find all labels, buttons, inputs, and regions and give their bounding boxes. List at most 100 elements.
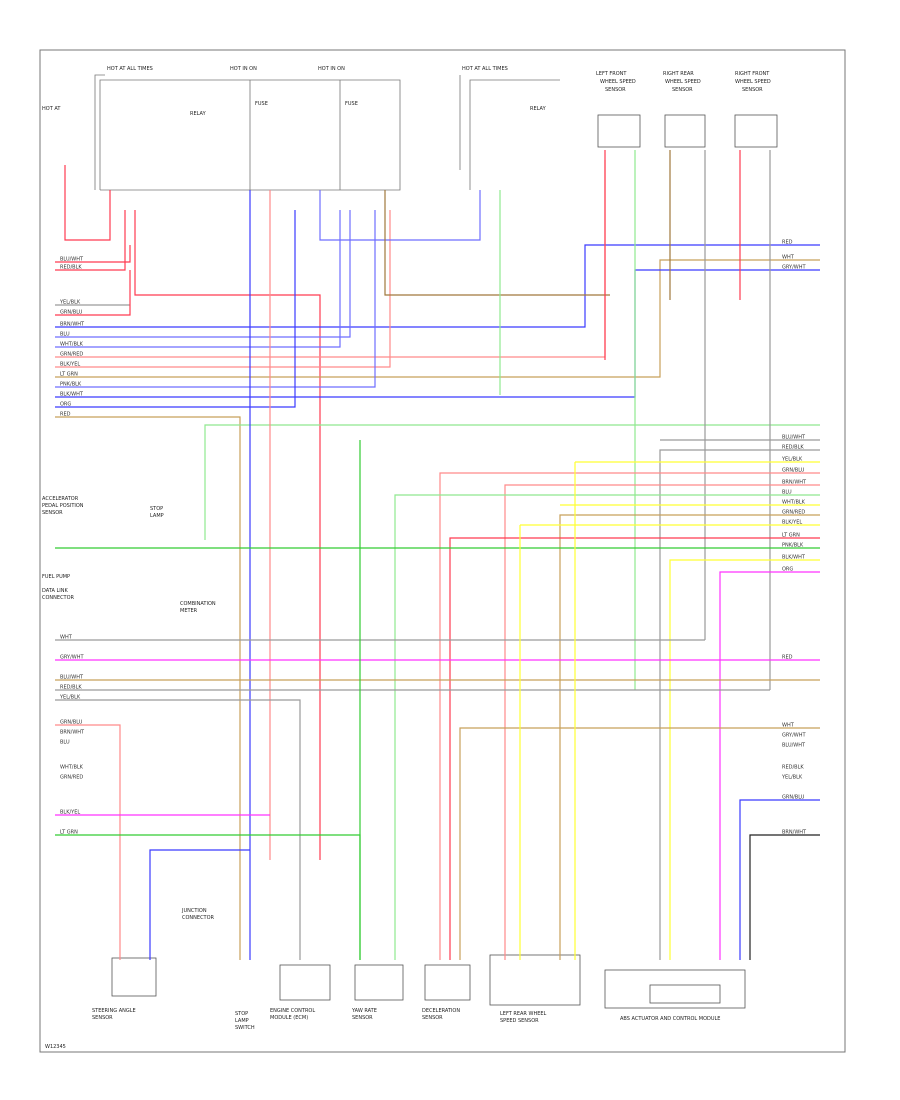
svg-text:WHEEL SPEED: WHEEL SPEED [665, 79, 701, 85]
wire-red-4 [55, 270, 131, 316]
svg-text:RIGHT FRONT: RIGHT FRONT [735, 71, 770, 77]
wire-tag-left: YEL/BLK [59, 695, 81, 701]
wire-gray-r5 [55, 699, 301, 960]
wire-blue-6 [55, 210, 296, 408]
wire-tag-left: RED [60, 412, 71, 418]
wire-pink-r3 [55, 724, 121, 960]
footer-code: W12345 [45, 1044, 66, 1050]
svg-text:FUSE: FUSE [345, 101, 358, 107]
wire-tag-right: BLK/YEL [782, 520, 802, 526]
wire-tag-left: RED/BLK [60, 265, 82, 271]
left-side-labels: HOT AT ACCELERATOR PEDAL POSITION SENSOR… [42, 106, 216, 921]
svg-text:PEDAL POSITION: PEDAL POSITION [42, 503, 84, 509]
wire-tag-left: WHT [60, 635, 73, 641]
wire-tag-left: BRN/WHT [60, 322, 85, 328]
wire-tag-left: BLK/YEL [60, 810, 80, 816]
svg-text:SENSOR: SENSOR [92, 1015, 113, 1021]
svg-text:RIGHT REAR: RIGHT REAR [663, 71, 694, 77]
wire-tag-right: GRN/BLU [782, 795, 805, 801]
wire-tag-right: GRY/WHT [782, 733, 806, 739]
svg-text:ABS ACTUATOR AND CONTROL MODUL: ABS ACTUATOR AND CONTROL MODULE [620, 1016, 720, 1022]
wire-red-r1 [449, 537, 820, 960]
wire-blue-3 [55, 210, 341, 348]
svg-text:MODULE (ECM): MODULE (ECM) [270, 1015, 308, 1021]
wire-tag-layer: RED WHT GRY/WHT BLU/WHT RED/BLK YEL/BLK GRN/BL… [59, 240, 807, 836]
svg-text:SENSOR: SENSOR [352, 1015, 373, 1021]
svg-text:SWITCH: SWITCH [235, 1025, 255, 1031]
wire-brown-drop [384, 190, 610, 296]
svg-text:LEFT REAR WHEEL: LEFT REAR WHEEL [500, 1011, 547, 1017]
svg-text:HOT IN ON: HOT IN ON [230, 66, 257, 72]
wire-tag-left: LT GRN [60, 830, 78, 836]
wire-tag-right: BLU/WHT [782, 435, 806, 441]
wire-tag-left: RED/BLK [60, 685, 82, 691]
wire-tag-right: WHT [782, 723, 795, 729]
svg-text:HOT AT ALL TIMES: HOT AT ALL TIMES [462, 66, 508, 72]
wire-yellow-r4 [669, 559, 820, 960]
wire-tag-right: WHT [782, 255, 795, 261]
svg-text:FUEL PUMP: FUEL PUMP [42, 574, 70, 580]
wire-blue-r1 [739, 799, 820, 960]
svg-text:SENSOR: SENSOR [672, 87, 693, 93]
svg-text:CONNECTOR: CONNECTOR [42, 595, 75, 601]
svg-text:METER: METER [180, 608, 198, 614]
wire-tag-left: ORG [60, 402, 71, 408]
wire-blue-r2 [149, 849, 250, 960]
svg-text:LAMP: LAMP [150, 513, 164, 519]
wire-tag-left: WHT/BLK [60, 342, 84, 348]
wire-tag-right: GRN/BLU [782, 468, 805, 474]
wire-tag-left: BLU [60, 740, 70, 746]
wire-gray-r2 [659, 449, 820, 960]
wire-red-2 [55, 210, 126, 271]
svg-text:RELAY: RELAY [530, 106, 547, 112]
svg-text:SPEED SENSOR: SPEED SENSOR [500, 1018, 539, 1024]
wire-tag-right: WHT/BLK [782, 500, 806, 506]
wire-tan-r1 [559, 514, 820, 960]
wire-tag-left: LT GRN [60, 372, 78, 378]
wire-tag-right: GRY/WHT [782, 265, 806, 271]
svg-text:LEFT FRONT: LEFT FRONT [596, 71, 627, 77]
svg-text:YAW RATE: YAW RATE [351, 1008, 377, 1014]
svg-text:WHEEL SPEED: WHEEL SPEED [600, 79, 636, 85]
svg-text:STOP: STOP [150, 506, 163, 512]
wire-tag-left: BLK/YEL [60, 362, 80, 368]
wire-tag-left: PNK/BLK [60, 382, 82, 388]
wire-tag-left: BLK/WHT [60, 392, 84, 398]
wire-tag-left: BLU/WHT [60, 675, 84, 681]
wire-tag-right: RED/BLK [782, 445, 804, 451]
svg-text:LAMP: LAMP [235, 1018, 249, 1024]
svg-text:STOP: STOP [235, 1011, 248, 1017]
wire-tag-left: GRN/RED [60, 775, 83, 781]
svg-text:HOT IN ON: HOT IN ON [318, 66, 345, 72]
wire-gray-r6 [749, 834, 820, 960]
wire-tag-right: YEL/BLK [781, 457, 803, 463]
top-right-sensors [597, 114, 778, 148]
wire-tag-left: YEL/BLK [59, 300, 81, 306]
wire-blue-2 [55, 210, 351, 338]
wire-pink-r2 [504, 484, 820, 960]
wire-tag-right: ORG [782, 567, 793, 573]
top-right-sensor-labels: LEFT FRONT RIGHT REAR RIGHT FRONT WHEEL … [596, 71, 771, 93]
wire-tag-right: BLU [782, 490, 792, 496]
wire-tag-right: BRN/WHT [782, 830, 807, 836]
svg-text:STEERING ANGLE: STEERING ANGLE [92, 1008, 136, 1014]
wire-green-r1 [394, 494, 820, 960]
wire-tag-left: BRN/WHT [60, 730, 85, 736]
svg-text:RELAY: RELAY [190, 111, 207, 117]
svg-text:SENSOR: SENSOR [422, 1015, 443, 1021]
wire-orange-1 [55, 416, 241, 960]
wire-tag-left: BLU [60, 332, 70, 338]
svg-text:CONNECTOR: CONNECTOR [182, 915, 215, 921]
wire-red-3 [134, 210, 321, 860]
wire-green-r3 [55, 834, 361, 960]
wire-pink-r1 [439, 472, 820, 960]
wire-tag-right: LT GRN [782, 533, 800, 539]
svg-text:WHEEL SPEED: WHEEL SPEED [735, 79, 771, 85]
wire-tag-right: BRN/WHT [782, 480, 807, 486]
wire-red-1 [55, 245, 131, 263]
svg-text:DECELERATION: DECELERATION [422, 1008, 460, 1014]
svg-text:DATA LINK: DATA LINK [42, 588, 68, 594]
wire-tag-left: GRN/BLU [60, 310, 83, 316]
svg-text:SENSOR: SENSOR [42, 510, 63, 516]
